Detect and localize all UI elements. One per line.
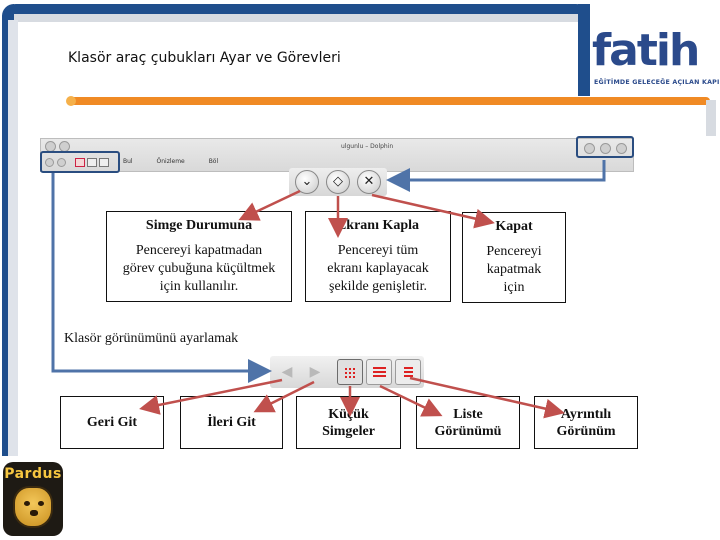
forward-icon-small[interactable] [57,158,66,167]
list-icon [373,367,386,378]
slide-frame-left-shadow [8,20,18,456]
details-view-icon-small[interactable] [99,158,109,167]
option-details-view: Ayrıntılı Görünüm [534,396,638,449]
section-label: Klasör görünümünü ayarlamak [64,331,239,346]
description-close: Kapat Pencereyi kapatmak için [462,212,566,303]
preview-button[interactable]: Önizleme [156,158,185,165]
orange-divider-cap [66,96,76,106]
toolbar-highlight [40,151,120,173]
description-maximize-text: Pencereyi tüm ekranı kaplayacak şekilde … [327,243,429,294]
back-arrow-icon[interactable]: ◀ [281,364,293,380]
pardus-logo-text: Pardus [4,466,62,482]
description-minimize: Simge Durumuna Pencereyi kapatmadan göre… [106,211,292,302]
split-button[interactable]: Böl [208,158,219,165]
option-forward: İleri Git [180,396,283,449]
description-close-title: Kapat [495,219,533,234]
arrow-minimize [238,189,301,221]
arrow-forward [253,380,315,413]
slide-frame-right [578,4,590,96]
list-view-icon-small[interactable] [87,158,97,167]
window-buttons-connector [386,160,606,192]
toolbar-zoom: ◀ ▶ [270,356,424,388]
orange-divider [68,97,710,105]
window-buttons-zoom: ⌄ ◇ ✕ [289,168,387,196]
slide-frame-shadow [14,14,580,22]
list-view-button[interactable] [366,359,392,385]
slide-title: Klasör araç çubukları Ayar ve Görevleri [68,50,341,66]
slide-frame-right-shadow [706,100,716,136]
forward-arrow-icon[interactable]: ▶ [309,364,321,380]
leopard-icon [13,486,53,528]
icons-view-button[interactable] [337,359,363,385]
minimize-icon-small[interactable] [584,143,595,154]
fatih-logo: fatih EĞİTİMDE GELECEĞE AÇILAN KAPI [592,24,719,96]
pardus-logo: Pardus [3,462,63,536]
description-close-text: Pencereyi kapatmak için [486,244,542,295]
maximize-button[interactable]: ◇ [326,170,350,194]
arrow-close [371,193,495,229]
dolphin-window-screenshot: ulgunlu – Dolphin Bul Önizleme Böl [40,138,634,172]
window-toolbar: Bul Önizleme Böl [123,158,240,165]
details-icon [404,367,413,378]
find-button[interactable]: Bul [123,158,133,165]
fatih-logo-tagline: EĞİTİMDE GELECEĞE AÇILAN KAPI [594,79,720,86]
arrow-details-view [409,376,565,419]
description-minimize-text: Pencereyi kapatmadan görev çubuğuna küçü… [122,243,276,294]
fatih-logo-word: fatih [592,25,700,76]
minimize-button[interactable]: ⌄ [295,170,319,194]
icons-view-icon-small[interactable] [75,158,85,167]
arrow-list-view [379,384,443,417]
description-maximize-title: Ekranı Kapla [336,218,420,233]
close-button[interactable]: ✕ [357,170,381,194]
toolbar-connector [51,173,272,383]
grid-icon [344,367,356,378]
description-minimize-title: Simge Durumuna [145,218,253,233]
window-title: ulgunlu – Dolphin [341,143,394,150]
arrow-back [139,378,283,415]
window-buttons-highlight [576,136,634,158]
maximize-icon-small[interactable] [600,143,611,154]
close-icon-small[interactable] [616,143,627,154]
back-icon-small[interactable] [45,158,54,167]
